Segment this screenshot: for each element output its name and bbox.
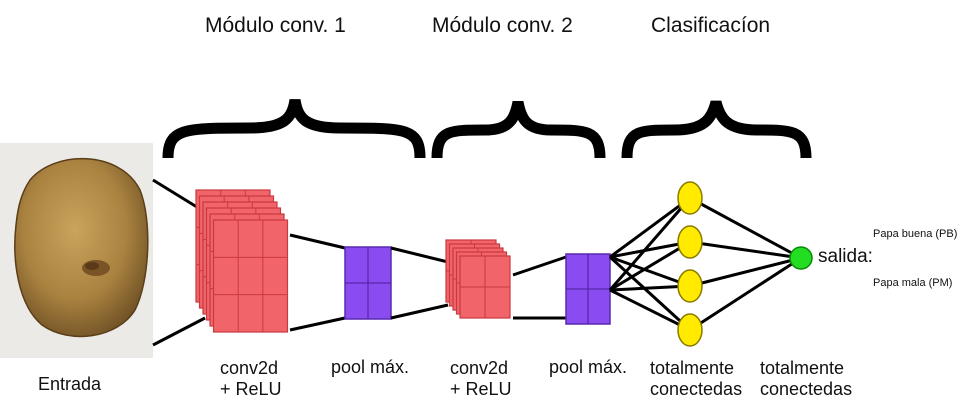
feature-map [212,219,289,333]
fc-label-1-line1: totalmente [650,358,735,378]
pool-label-2: pool máx. [549,357,628,377]
module-title-conv1: Módulo conv. 1 [205,14,346,37]
connector-line [609,288,691,332]
module-title-conv2: Módulo conv. 2 [432,14,573,37]
output-class-good: Papa buena (PB) [873,228,958,240]
connector-line [390,246,449,264]
hidden-neuron [677,225,703,259]
fc-label-1: totalmente conectedas [650,358,742,400]
conv2d-label-2-line2: + ReLU [450,379,512,399]
connector-line [609,240,691,259]
pool-block-1 [344,246,392,320]
connector-line [512,255,567,277]
connector-line [609,240,691,292]
hidden-neuron [677,269,703,303]
output-class-bad: Papa mala (PM) [873,277,953,289]
hidden-neuron [677,181,703,215]
connector-line [689,196,802,260]
connector-line [289,233,346,250]
conv2d-label-1-line2: + ReLU [220,379,282,399]
conv2d-label-1: conv2d + ReLU [220,358,282,400]
connector-line [390,303,449,320]
conv2d-label-1-line1: conv2d [220,358,279,378]
connector-line [609,284,691,292]
fc-label-2-line1: totalmente [760,358,845,378]
connector-line [689,256,802,288]
connector-line [152,316,206,347]
module-title-classification: Clasificacíon [651,14,771,37]
pool-block-2 [565,253,611,325]
connector-line [609,196,691,259]
brace-conv2 [431,100,606,159]
connector-line [689,256,802,332]
output-neuron [789,246,813,270]
potato-photo-icon [0,143,153,358]
hidden-neurons [677,181,703,347]
hidden-neuron [677,313,703,347]
fc-label-2-line2: conectedas [760,379,853,399]
connector-line [289,316,346,332]
fully-connected-lines [608,196,802,332]
connector-line [608,197,692,291]
connector-line [608,255,692,332]
connector-line [609,255,691,288]
connector-line [689,240,802,260]
conv2d-block-1 [195,189,289,333]
conv2d-label-2-line1: conv2d [450,358,509,378]
pool-label-1: pool máx. [331,357,410,377]
brace-classification [621,100,812,159]
conv2d-block-2 [445,239,511,319]
input-label: Entrada [38,374,102,394]
fc-label-2: totalmente conectedas [760,358,852,400]
conv2d-label-2: conv2d + ReLU [450,358,512,400]
fc-label-1-line2: conectedas [650,379,743,399]
brace-conv1 [162,98,426,159]
output-label: salida: [818,246,873,267]
